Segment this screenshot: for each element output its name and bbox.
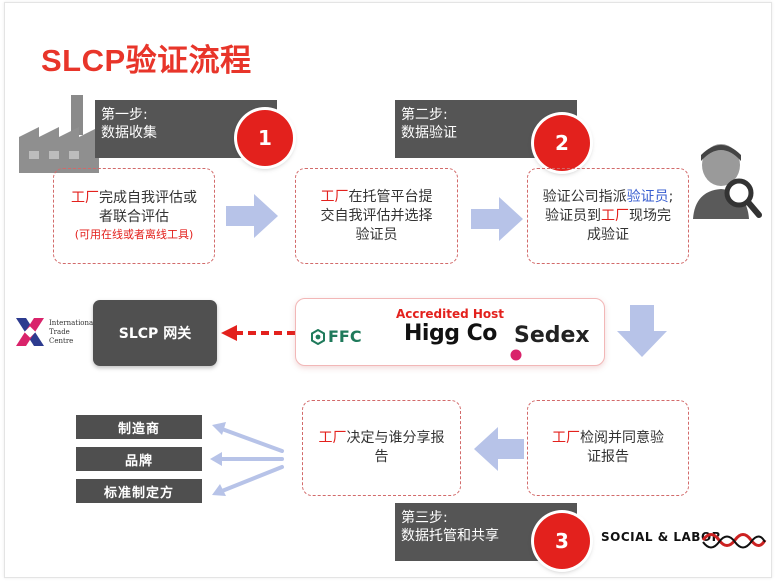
step-3-badge: 3 [534,513,590,569]
page-title: SLCP验证流程 [41,43,252,78]
arrow-right-icon [226,194,278,238]
box2-line2: 交自我评估并选择 [320,207,433,224]
sedex-dot-icon [510,349,522,361]
recipient-standard-setter: 标准制定方 [76,479,202,503]
box1-line2: 者联合评估 [99,209,169,225]
share-decision-box: 工厂决定与谁分享报 告 [302,400,461,496]
step-3-line2: 数据托管和共享 [401,528,499,544]
sedex-logo: Sedex [510,323,604,373]
accredited-host-box: Accredited Host FFC Higg Co Sedex [295,298,605,366]
step-1-line1: 第一步: [101,107,148,123]
dashed-arrow-left-icon [221,325,295,341]
box1-note: (可用在线或者离线工具) [74,228,194,241]
arrow-left-icon [474,427,524,471]
step-2-verify-box: 验证公司指派验证员; 验证员到工厂现场完 成验证 [527,168,689,264]
share-arrows-icon [210,422,284,496]
social-labor-chain-icon [701,533,767,549]
step-2-label: 第二步: 数据验证 [395,100,577,158]
box2-line1: 工厂在托管平台提 [320,188,433,205]
box2-line3: 验证员 [355,226,398,243]
verifier-icon [693,144,762,219]
step-1-box: 工厂完成自我评估或 者联合评估 (可用在线或者离线工具) [53,168,215,264]
arrow-down-icon [617,305,667,357]
slide: SLCP验证流程 第一步: 数据收集 1 第二步: 数据验证 2 工厂完成自我评… [4,2,772,578]
recipient-brand: 品牌 [76,447,202,471]
box5-line1: 工厂决定与谁分享报 [318,430,445,446]
step-2-line1: 第二步: [401,107,448,123]
review-report-box: 工厂检阅并同意验 证报告 [527,400,689,496]
recipient-manufacturer: 制造商 [76,415,202,439]
social-labor-logo-text: SOCIAL & LABOR [601,530,722,544]
step-1-line2: 数据收集 [101,125,157,141]
box3-line3: 成验证 [587,226,629,243]
step-3-line1: 第三步: [401,510,448,526]
itc-logo-icon [16,318,44,346]
box3-line2: 验证员到工厂现场完 [545,207,671,224]
ffc-logo: FFC [310,327,362,346]
box4-line1: 工厂检阅并同意验 [552,430,664,446]
slcp-gateway: SLCP 网关 [93,300,217,366]
factory-icon [19,95,99,173]
box4-line2: 证报告 [587,449,629,465]
step-2-submit-box: 工厂在托管平台提 交自我评估并选择 验证员 [295,168,458,264]
box5-line2: 告 [374,449,389,465]
step-2-line2: 数据验证 [401,125,457,141]
step-1-badge: 1 [237,110,293,166]
ffc-hex-icon [311,328,325,345]
higg-co-logo: Higg Co [404,321,497,346]
step-2-badge: 2 [534,115,590,171]
arrow-right-icon [471,197,523,241]
accredited-host-title: Accredited Host [395,307,505,321]
box3-line1: 验证公司指派验证员; [542,188,674,205]
itc-logo-text: International Trade Centre [49,319,96,345]
box1-line1: 工厂完成自我评估或 [71,190,197,206]
